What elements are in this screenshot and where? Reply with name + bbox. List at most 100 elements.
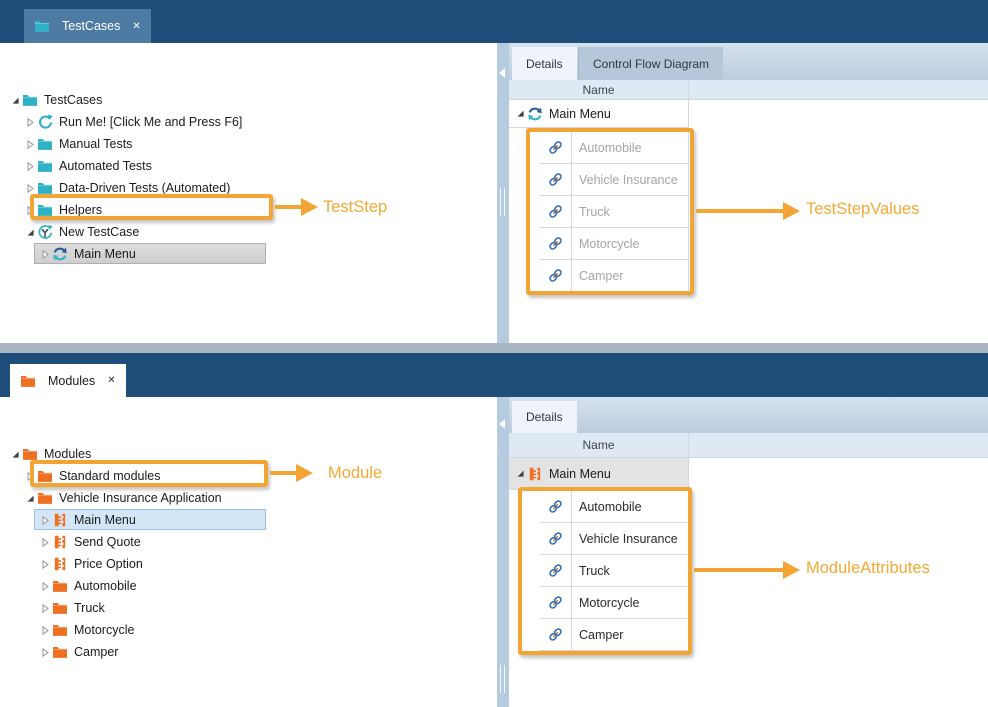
tree-item-run-me-click-me-and-press-f6[interactable]: Run Me! [Click Me and Press F6]: [23, 111, 242, 133]
link-icon: [540, 491, 572, 522]
value-label: Truck: [579, 563, 610, 578]
annotation-arrow-moduleattributes: [694, 561, 800, 579]
tree-item-standard-modules[interactable]: Standard modules: [23, 465, 160, 487]
module-row-main-menu[interactable]: Main Menu: [509, 458, 688, 490]
teststep-label: Main Menu: [549, 106, 611, 121]
tab-details[interactable]: Details: [512, 401, 577, 433]
value-row-truck[interactable]: Truck: [540, 555, 688, 587]
expander-expanded-icon[interactable]: [8, 96, 22, 105]
tree-item-label: New TestCase: [59, 225, 140, 239]
expander-expanded-icon[interactable]: [8, 450, 22, 459]
close-icon[interactable]: ✕: [107, 375, 116, 386]
tree-item-label: Run Me! [Click Me and Press F6]: [59, 115, 243, 129]
value-row-vehicle-insurance[interactable]: Vehicle Insurance: [540, 164, 688, 196]
expander-collapsed-icon[interactable]: [38, 603, 52, 613]
module-icon: [527, 466, 543, 482]
tree-item-testcases[interactable]: TestCases: [8, 89, 102, 111]
expander-expanded-icon[interactable]: [513, 109, 527, 118]
tree-item-manual-tests[interactable]: Manual Tests: [23, 133, 132, 155]
tree-item-automobile[interactable]: Automobile: [38, 575, 137, 597]
expander-expanded-icon[interactable]: [23, 494, 37, 503]
value-label: Automobile: [579, 140, 642, 155]
tree-item-automated-tests[interactable]: Automated Tests: [23, 155, 152, 177]
expander-collapsed-icon[interactable]: [38, 647, 52, 657]
details-tabstrip: Details Control Flow Diagram: [509, 43, 988, 80]
value-row-camper[interactable]: Camper: [540, 619, 688, 651]
collapse-splitter-icon[interactable]: [499, 419, 505, 429]
tree-item-new-testcase[interactable]: New TestCase: [23, 221, 139, 243]
splitter-grip[interactable]: [500, 188, 505, 216]
tree-item-vehicle-insurance-application[interactable]: Vehicle Insurance Application: [23, 487, 222, 509]
collapse-splitter-icon[interactable]: [499, 68, 505, 78]
tree-item-label: Vehicle Insurance Application: [59, 491, 222, 505]
expander-collapsed-icon[interactable]: [23, 117, 37, 127]
tree-item-truck[interactable]: Truck: [38, 597, 105, 619]
splitter-grip[interactable]: [500, 665, 505, 693]
column-divider[interactable]: [688, 433, 689, 651]
expander-collapsed-icon[interactable]: [38, 581, 52, 591]
tab-modules[interactable]: Modules ✕: [10, 364, 126, 397]
teal-folder-icon: [37, 180, 53, 196]
testcase-icon: [37, 224, 53, 240]
selected-row-highlight: [34, 243, 266, 264]
link-icon: [540, 196, 572, 227]
value-row-vehicle-insurance[interactable]: Vehicle Insurance: [540, 523, 688, 555]
expander-collapsed-icon[interactable]: [23, 471, 37, 481]
tree-item-modules[interactable]: Modules: [8, 443, 91, 465]
tab-control-flow-diagram[interactable]: Control Flow Diagram: [578, 47, 724, 80]
link-icon: [540, 555, 572, 586]
link-icon: [540, 164, 572, 195]
tree-item-send-quote[interactable]: Send Quote: [38, 531, 141, 553]
tree-item-motorcycle[interactable]: Motorcycle: [38, 619, 134, 641]
column-divider[interactable]: [688, 80, 689, 296]
value-row-motorcycle[interactable]: Motorcycle: [540, 587, 688, 619]
value-label: Vehicle Insurance: [579, 172, 678, 187]
expander-collapsed-icon[interactable]: [38, 249, 52, 259]
expander-collapsed-icon[interactable]: [38, 515, 52, 525]
tree-item-main-menu[interactable]: Main Menu: [38, 509, 136, 531]
tree-item-helpers[interactable]: Helpers: [23, 199, 102, 221]
value-row-automobile[interactable]: Automobile: [540, 132, 688, 164]
tree-item-camper[interactable]: Camper: [38, 641, 118, 663]
tree-item-price-option[interactable]: Price Option: [38, 553, 143, 575]
expander-collapsed-icon[interactable]: [38, 537, 52, 547]
expander-collapsed-icon[interactable]: [23, 183, 37, 193]
vertical-splitter[interactable]: [497, 43, 509, 343]
tab-details[interactable]: Details: [512, 47, 577, 80]
tree-item-label: Manual Tests: [59, 137, 133, 151]
name-column-header[interactable]: Name: [582, 438, 615, 452]
tree-item-label: TestCases: [44, 93, 103, 107]
expander-expanded-icon[interactable]: [513, 469, 527, 478]
expander-collapsed-icon[interactable]: [38, 625, 52, 635]
tree-item-main-menu[interactable]: Main Menu: [38, 243, 136, 265]
expander-collapsed-icon[interactable]: [38, 559, 52, 569]
expander-collapsed-icon[interactable]: [23, 139, 37, 149]
teststep-row-main-menu[interactable]: Main Menu: [509, 100, 688, 128]
annotation-label-teststepvalues: TestStepValues: [806, 200, 920, 218]
link-icon: [540, 619, 572, 650]
expander-expanded-icon[interactable]: [23, 228, 37, 237]
link-icon: [540, 132, 572, 163]
tree-item-data-driven-tests-automated[interactable]: Data-Driven Tests (Automated): [23, 177, 230, 199]
horizontal-panel-separator[interactable]: [0, 343, 988, 353]
close-icon[interactable]: ✕: [132, 20, 141, 32]
tab-testcases[interactable]: TestCases ✕: [24, 9, 151, 43]
module-icon: [52, 534, 68, 550]
expander-collapsed-icon[interactable]: [23, 161, 37, 171]
tree-item-label: Main Menu: [74, 247, 136, 261]
selected-row-highlight: [34, 509, 266, 530]
value-row-camper[interactable]: Camper: [540, 260, 688, 292]
value-row-automobile[interactable]: Automobile: [540, 491, 688, 523]
expander-collapsed-icon[interactable]: [23, 205, 37, 215]
vertical-splitter[interactable]: [497, 397, 509, 707]
value-row-motorcycle[interactable]: Motorcycle: [540, 228, 688, 260]
run-icon: [37, 114, 53, 130]
details-tabstrip: Details: [509, 397, 988, 433]
value-row-truck[interactable]: Truck: [540, 196, 688, 228]
tree-item-label: Automated Tests: [59, 159, 152, 173]
name-column-header[interactable]: Name: [582, 83, 615, 97]
teststep-sync-icon: [527, 106, 543, 122]
testcases-details-pane: Details Control Flow Diagram Name Main M…: [509, 43, 988, 343]
